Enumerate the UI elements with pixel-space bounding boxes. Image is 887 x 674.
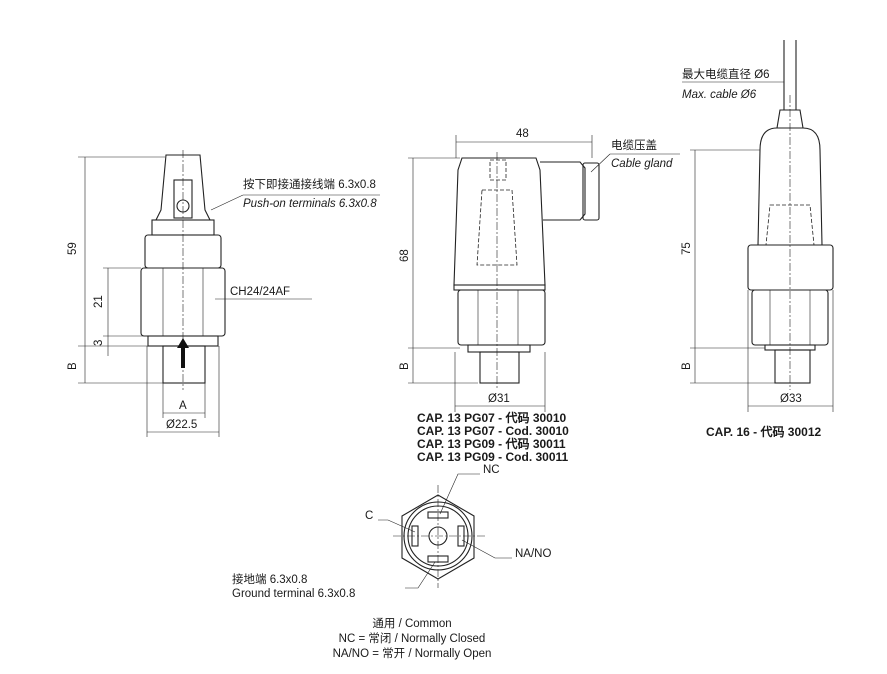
thread bbox=[479, 351, 520, 384]
dim-3: 3 bbox=[93, 340, 105, 346]
caption: CAP. 16 - 代码 30012 bbox=[706, 424, 821, 439]
dim-68: 68 bbox=[399, 249, 411, 262]
cable-label-en: Max. cable Ø6 bbox=[682, 89, 757, 101]
hex-body bbox=[457, 289, 546, 346]
gland-nut bbox=[582, 162, 600, 221]
thread bbox=[774, 349, 811, 384]
cable-gland-label-cn: 电缆压盖 bbox=[611, 138, 657, 152]
dim-b: B bbox=[399, 362, 411, 370]
legend: 通用 / Common NC = 常闭 / Normally Closed NA… bbox=[333, 617, 492, 660]
dim-b: B bbox=[67, 362, 79, 370]
cable-label-cn: 最大电缆直径 Ø6 bbox=[682, 67, 770, 81]
legend-line: NA/NO = 常开 / Normally Open bbox=[333, 647, 492, 660]
dim-59: 59 bbox=[67, 242, 79, 255]
terminal-c bbox=[411, 525, 419, 547]
nano-label: NA/NO bbox=[515, 548, 551, 560]
ground-symbol-icon bbox=[176, 199, 190, 213]
terminal-nano bbox=[457, 525, 465, 547]
dim-75: 75 bbox=[681, 242, 693, 255]
caption-line: CAP. 13 PG09 - Cod. 30011 bbox=[417, 450, 569, 464]
middle-view: 48 68 B Ø31 电缆压盖 Cable gland CAP. 13 PG0… bbox=[399, 128, 680, 464]
ground-label-cn: 接地端 6.3x0.8 bbox=[232, 573, 307, 586]
legend-line: NC = 常闭 / Normally Closed bbox=[339, 632, 486, 645]
hex-label: CH24/24AF bbox=[230, 286, 290, 298]
housing bbox=[757, 127, 823, 246]
pressure-arrow-icon bbox=[177, 338, 189, 368]
connector-face-view: NC C NA/NO 接地端 6.3x0.8 Ground terminal 6… bbox=[232, 464, 551, 600]
cable-gland-label-en: Cable gland bbox=[611, 158, 673, 170]
terminal-tab bbox=[173, 179, 193, 219]
caption-line: CAP. 13 PG07 - 代码 30010 bbox=[417, 410, 567, 425]
caption-line: CAP. 13 PG07 - Cod. 30010 bbox=[417, 424, 569, 438]
terminals-label-en: Push-on terminals 6.3x0.8 bbox=[243, 198, 377, 210]
cable bbox=[783, 40, 797, 110]
dim-diameter: Ø33 bbox=[780, 393, 802, 405]
nc-label: NC bbox=[483, 464, 500, 476]
legend-line: 通用 / Common bbox=[372, 617, 451, 630]
caption-line: CAP. 13 PG09 - 代码 30011 bbox=[417, 436, 566, 451]
dim-b: B bbox=[681, 362, 693, 370]
dim-21: 21 bbox=[93, 295, 105, 308]
dim-a: A bbox=[179, 400, 187, 412]
dim-diameter: Ø22.5 bbox=[166, 419, 197, 431]
hex-outline bbox=[401, 494, 475, 580]
terminal-nc bbox=[427, 511, 449, 519]
right-view: 75 B Ø33 最大电缆直径 Ø6 Max. cable Ø6 CAP. 16… bbox=[681, 40, 834, 439]
left-view: 59 21 3 B A Ø22.5 按下即接通接线端 6.3x0.8 Push-… bbox=[67, 150, 380, 437]
connector-housing bbox=[453, 157, 546, 286]
dim-diameter: Ø31 bbox=[488, 393, 510, 405]
terminal-ground bbox=[427, 555, 449, 563]
terminals-label-cn: 按下即接通接线端 6.3x0.8 bbox=[243, 177, 376, 191]
dim-48: 48 bbox=[516, 128, 529, 140]
cable-gland bbox=[540, 161, 586, 221]
ground-label-en: Ground terminal 6.3x0.8 bbox=[232, 588, 355, 600]
c-label: C bbox=[365, 510, 373, 522]
